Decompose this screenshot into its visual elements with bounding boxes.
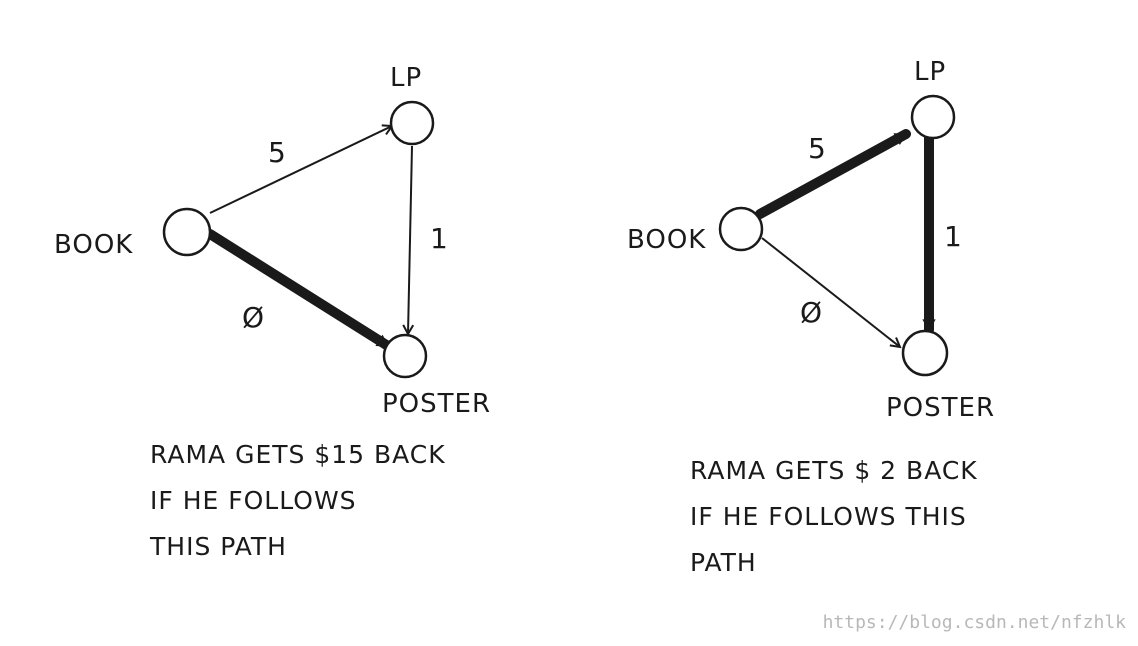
right-node-poster <box>901 329 949 377</box>
left-label-book: BOOK <box>54 230 133 260</box>
right-edge-label-book-lp: 5 <box>808 132 826 165</box>
right-edge-book-poster <box>761 237 900 347</box>
left-edge-book-poster-highlighted <box>205 229 393 351</box>
right-edge-book-lp-highlighted <box>755 129 911 219</box>
right-caption-line: IF HE FOLLOWS THIS <box>690 502 967 531</box>
left-edge-label-book-lp: 5 <box>268 136 286 169</box>
right-label-lp: LP <box>914 57 946 87</box>
watermark: https://blog.csdn.net/nfzhlk <box>822 612 1126 633</box>
right-diagram: BOOK LP POSTER 5 1 Ø <box>627 57 995 423</box>
left-label-poster: POSTER <box>382 389 491 419</box>
left-caption-line: IF HE FOLLOWS <box>150 486 357 515</box>
left-edge-lp-poster <box>408 145 412 334</box>
left-edge-label-lp-poster: 1 <box>430 222 448 255</box>
left-caption: RAMA GETS $15 BACK IF HE FOLLOWS THIS PA… <box>150 432 446 570</box>
right-caption-line: RAMA GETS $ 2 BACK <box>690 456 978 485</box>
left-edge-label-book-poster: Ø <box>242 301 264 334</box>
left-node-book <box>162 207 212 257</box>
right-node-lp <box>910 94 956 140</box>
left-node-poster <box>382 333 428 379</box>
left-node-lp <box>389 100 435 146</box>
left-diagram: BOOK LP POSTER 5 1 Ø <box>54 63 491 419</box>
right-edge-label-lp-poster: 1 <box>944 220 962 253</box>
left-caption-line: THIS PATH <box>150 532 287 561</box>
right-caption: RAMA GETS $ 2 BACK IF HE FOLLOWS THIS PA… <box>690 448 978 586</box>
left-caption-line: RAMA GETS $15 BACK <box>150 440 446 469</box>
right-caption-line: PATH <box>690 548 757 577</box>
right-edge-label-book-poster: Ø <box>800 296 822 329</box>
right-label-book: BOOK <box>627 225 706 255</box>
right-node-book <box>718 206 764 252</box>
left-label-lp: LP <box>390 63 422 93</box>
right-label-poster: POSTER <box>886 393 995 423</box>
left-edge-book-lp <box>209 126 392 214</box>
